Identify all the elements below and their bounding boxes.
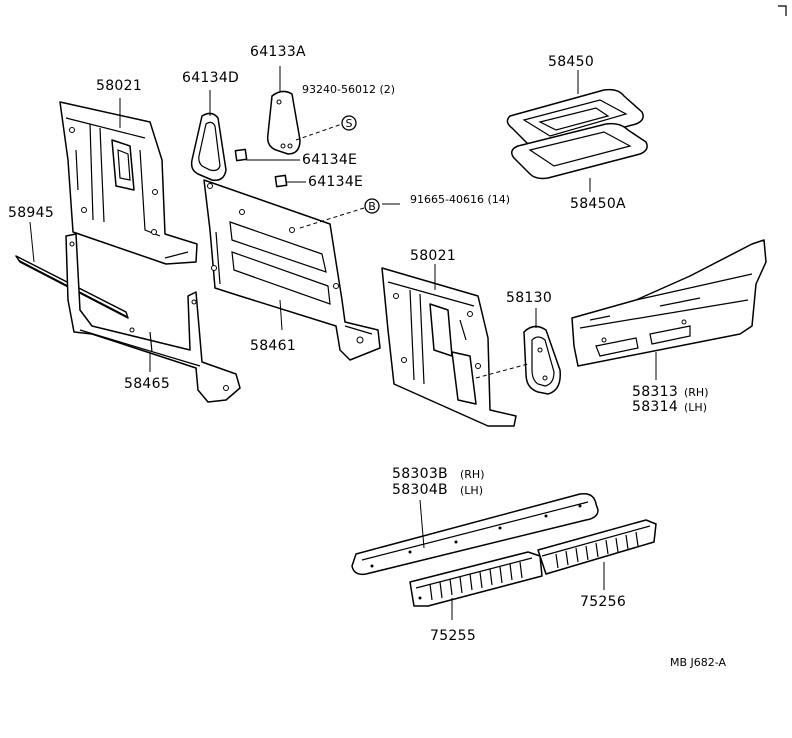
- part-58450-frame: [506, 88, 644, 150]
- label-58314-lh: (LH): [684, 401, 707, 414]
- b-marker: B: [364, 198, 380, 214]
- label-64134E-2: 64134E: [308, 174, 363, 190]
- part-58465-crossmember: [65, 233, 241, 403]
- assembly-dash-lines: [295, 123, 529, 379]
- diagram-code: MB J682-A: [670, 656, 727, 669]
- part-58303B-58304B-sill: [351, 492, 599, 576]
- label-58945: 58945: [8, 205, 54, 221]
- label-64134D: 64134D: [182, 70, 239, 86]
- label-58461: 58461: [250, 338, 296, 354]
- svg-text:S: S: [346, 117, 353, 130]
- label-58450A: 58450A: [570, 196, 626, 212]
- label-75256: 75256: [580, 594, 626, 610]
- label-58303B: 58303B: [392, 466, 448, 482]
- s-marker: S: [341, 115, 357, 131]
- svg-text:B: B: [368, 200, 376, 213]
- corner-mark: [778, 5, 787, 16]
- part-64133A-cover: [266, 90, 301, 155]
- label-58304B: 58304B: [392, 482, 448, 498]
- part-75255-step-plate: [409, 551, 543, 607]
- label-75255: 75255: [430, 628, 476, 644]
- part-64134D-seal: [190, 112, 227, 182]
- part-58130-cover: [523, 325, 561, 395]
- label-58313: 58313: [632, 384, 678, 400]
- label-58303B-rh: (RH): [460, 468, 485, 481]
- label-58021-right: 58021: [410, 248, 456, 264]
- label-58130: 58130: [506, 290, 552, 306]
- label-58304B-lh: (LH): [460, 484, 483, 497]
- part-64134E-clip-1: [234, 148, 248, 162]
- part-58021-left-panel: [59, 101, 198, 265]
- label-93240: 93240-56012 (2): [302, 83, 395, 96]
- label-58465: 58465: [124, 376, 170, 392]
- label-58450: 58450: [548, 54, 594, 70]
- label-58313-rh: (RH): [684, 386, 709, 399]
- leader-lines: [29, 66, 657, 620]
- part-64134E-clip-2: [274, 174, 288, 188]
- part-58450A-gasket: [511, 122, 648, 180]
- label-58314: 58314: [632, 399, 678, 415]
- part-58313-58314-side-panel: [571, 239, 767, 367]
- part-58461-floor-pan: [203, 179, 381, 361]
- label-58021-left: 58021: [96, 78, 142, 94]
- part-58021-right-panel: [381, 267, 517, 427]
- label-91665: 91665-40616 (14): [410, 193, 510, 206]
- label-64134E-1: 64134E: [302, 152, 357, 168]
- part-75256-step-plate: [537, 519, 657, 575]
- label-64133A: 64133A: [250, 44, 306, 60]
